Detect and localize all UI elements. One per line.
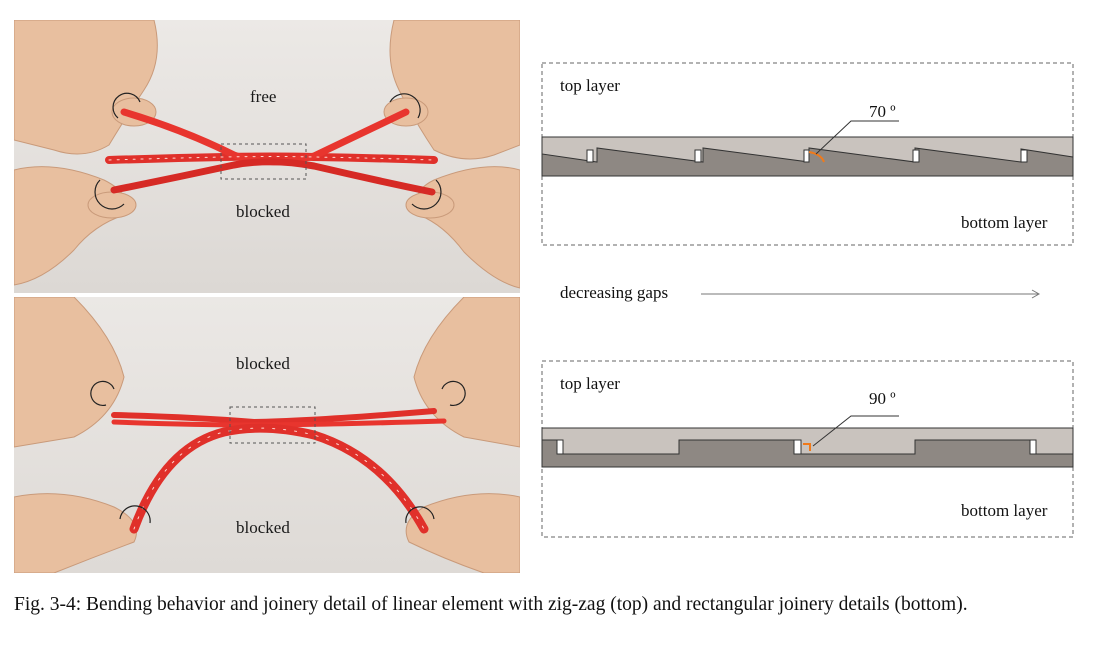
decreasing-gaps-label: decreasing gaps: [560, 283, 669, 302]
lower-hands: [14, 493, 520, 573]
gap-notches: [556, 439, 1037, 455]
diagram-zigzag-joinery: top layer 70 º bottom layer: [541, 62, 1074, 246]
zigzag-bottom-layer-label: bottom layer: [961, 213, 1048, 232]
label-blocked-top-photo: blocked: [236, 202, 290, 221]
upper-hands: [14, 297, 520, 448]
photo-zigzag-image: [14, 20, 520, 293]
focus-box: [220, 143, 307, 180]
zigzag-top-layer-label: top layer: [560, 76, 620, 95]
photo-rectangular-bending: blocked blocked: [14, 297, 520, 573]
left-hands: [14, 20, 158, 286]
angle-corner: [803, 443, 811, 451]
angle-arc: [808, 151, 825, 163]
zigzag-angle-label: 70 º: [869, 102, 896, 121]
red-strips: [111, 408, 447, 534]
right-hands: [383, 20, 520, 289]
label-blocked-lower: blocked: [236, 518, 290, 537]
angle-leader: [815, 120, 899, 155]
zigzag-section: [541, 62, 1074, 246]
rotation-arrows: [90, 380, 466, 524]
gap-notches: [586, 149, 1028, 163]
photo-rectangular-image: [14, 297, 520, 573]
label-free: free: [250, 87, 277, 106]
rectangular-section: [541, 360, 1074, 538]
rotation-arrows: [94, 92, 442, 210]
label-blocked-upper: blocked: [236, 354, 290, 373]
rect-top-layer-label: top layer: [560, 374, 620, 393]
red-strips: [105, 108, 438, 196]
photo-zigzag-bending: free blocked: [14, 20, 520, 293]
decreasing-gaps-row: decreasing gaps: [560, 282, 1050, 306]
rect-bottom-layer-label: bottom layer: [961, 501, 1048, 520]
focus-box: [229, 406, 316, 444]
diagram-rectangular-joinery: top layer 90 º bottom layer: [541, 360, 1074, 538]
arrow-right-icon: [701, 289, 1041, 299]
figure-caption: Fig. 3-4: Bending behavior and joinery d…: [14, 594, 968, 615]
rect-angle-label: 90 º: [869, 389, 896, 408]
angle-leader: [812, 415, 899, 447]
